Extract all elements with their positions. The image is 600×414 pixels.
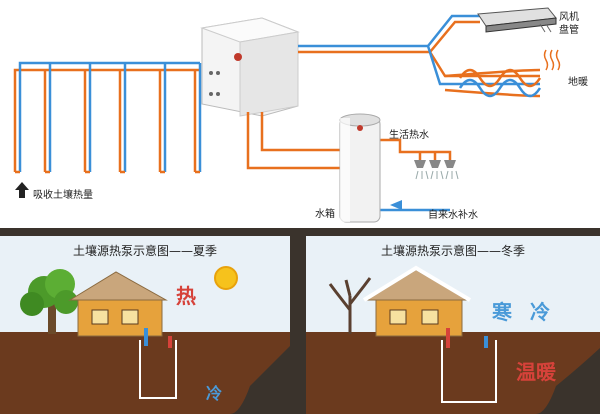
bare-tree-icon — [328, 277, 372, 334]
soil — [0, 332, 290, 414]
heat-waves — [543, 49, 561, 71]
winter-title: 土壤源热泵示意图——冬季 — [380, 244, 525, 258]
system-diagram: 风机 盘管 地暖 生活热水 水箱 自来水补水 吸收土壤热量 — [13, 7, 588, 223]
summer-title: 土壤源热泵示意图——夏季 — [72, 244, 217, 258]
tank-pipes — [246, 112, 452, 212]
summer-cold-label: 冷 — [206, 384, 223, 403]
winter-cold-label-2: 冷 — [530, 300, 550, 324]
label-floor-heating: 地暖 — [568, 77, 588, 88]
heat-pump-unit — [200, 17, 300, 117]
label-fan-coil-1: 风机 — [559, 12, 579, 23]
winter-scene — [306, 236, 600, 414]
label-hot-water: 生活热水 — [389, 130, 429, 141]
system-schematic — [13, 7, 561, 223]
summer-scene — [0, 236, 290, 414]
brand-logo — [234, 53, 242, 61]
soil — [306, 332, 600, 414]
label-tap-water: 自来水补水 — [428, 210, 478, 221]
label-water-tank: 水箱 — [315, 209, 335, 220]
tree-icon — [20, 269, 78, 334]
indoor-pipes — [298, 14, 542, 98]
fan-coil-unit — [477, 7, 557, 33]
shower-heads — [414, 160, 459, 180]
seasonal-panels: 土壤源热泵示意图——夏季 热 冷 土壤源热泵示意图——冬季 — [0, 228, 600, 414]
winter-panel: 土壤源热泵示意图——冬季 寒 冷 温暖 — [306, 236, 600, 414]
winter-cold-label-1: 寒 — [492, 300, 512, 324]
water-tank — [339, 113, 381, 223]
label-absorb-heat: 吸收土壤热量 — [33, 190, 93, 201]
house-icon — [68, 271, 168, 337]
label-fan-coil-2: 盘管 — [559, 25, 579, 36]
absorb-arrow — [15, 182, 29, 198]
summer-panel: 土壤源热泵示意图——夏季 热 冷 — [0, 236, 290, 414]
winter-warm-label: 温暖 — [516, 360, 556, 384]
ground-loop-pipes — [13, 61, 202, 174]
tap-water-arrow — [390, 200, 402, 210]
summer-hot-label: 热 — [176, 284, 196, 308]
sun-icon — [214, 266, 238, 290]
